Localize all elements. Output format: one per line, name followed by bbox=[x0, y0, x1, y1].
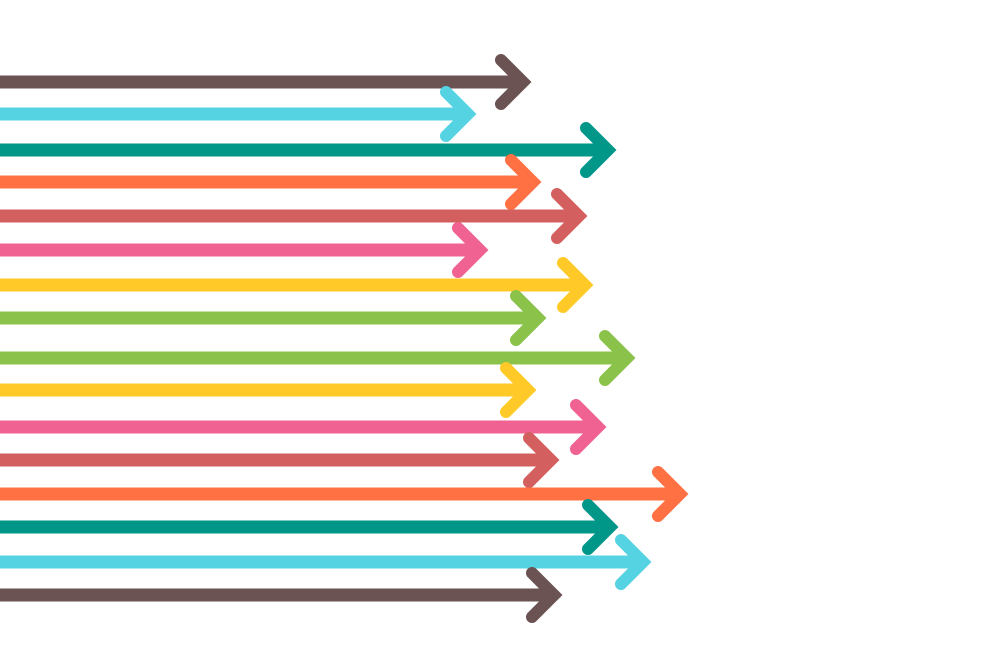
arrow-cyan-2 bbox=[0, 534, 652, 590]
arrow-teal-2 bbox=[0, 499, 619, 555]
arrow-cyan-1 bbox=[0, 86, 477, 142]
arrow-brown-2 bbox=[0, 567, 563, 623]
arrow-head bbox=[599, 330, 636, 386]
arrow-teal-1 bbox=[0, 122, 617, 178]
arrow-head bbox=[452, 222, 489, 278]
arrow-head bbox=[505, 154, 542, 210]
arrow-head bbox=[582, 499, 619, 555]
arrow-head bbox=[440, 86, 477, 142]
arrow-head bbox=[526, 567, 563, 623]
arrow-head bbox=[523, 432, 560, 488]
arrow-head bbox=[500, 362, 537, 418]
arrow-head bbox=[652, 466, 689, 522]
arrow-brown-1 bbox=[0, 54, 532, 110]
arrow-red-1 bbox=[0, 188, 588, 244]
arrow-head bbox=[551, 188, 588, 244]
arrow-head bbox=[510, 290, 547, 346]
arrow-head bbox=[580, 122, 617, 178]
arrow-head bbox=[557, 257, 594, 313]
arrow-pink-1 bbox=[0, 222, 489, 278]
arrow-head bbox=[570, 399, 607, 455]
arrow-orange-2 bbox=[0, 466, 689, 522]
arrow-green-1 bbox=[0, 290, 547, 346]
arrow-yellow-1 bbox=[0, 257, 594, 313]
arrow-red-2 bbox=[0, 432, 560, 488]
arrow-pink-2 bbox=[0, 399, 607, 455]
arrow-orange-1 bbox=[0, 154, 542, 210]
arrow-head bbox=[495, 54, 532, 110]
arrow-green-2 bbox=[0, 330, 636, 386]
arrow-yellow-2 bbox=[0, 362, 537, 418]
arrow-head bbox=[615, 534, 652, 590]
